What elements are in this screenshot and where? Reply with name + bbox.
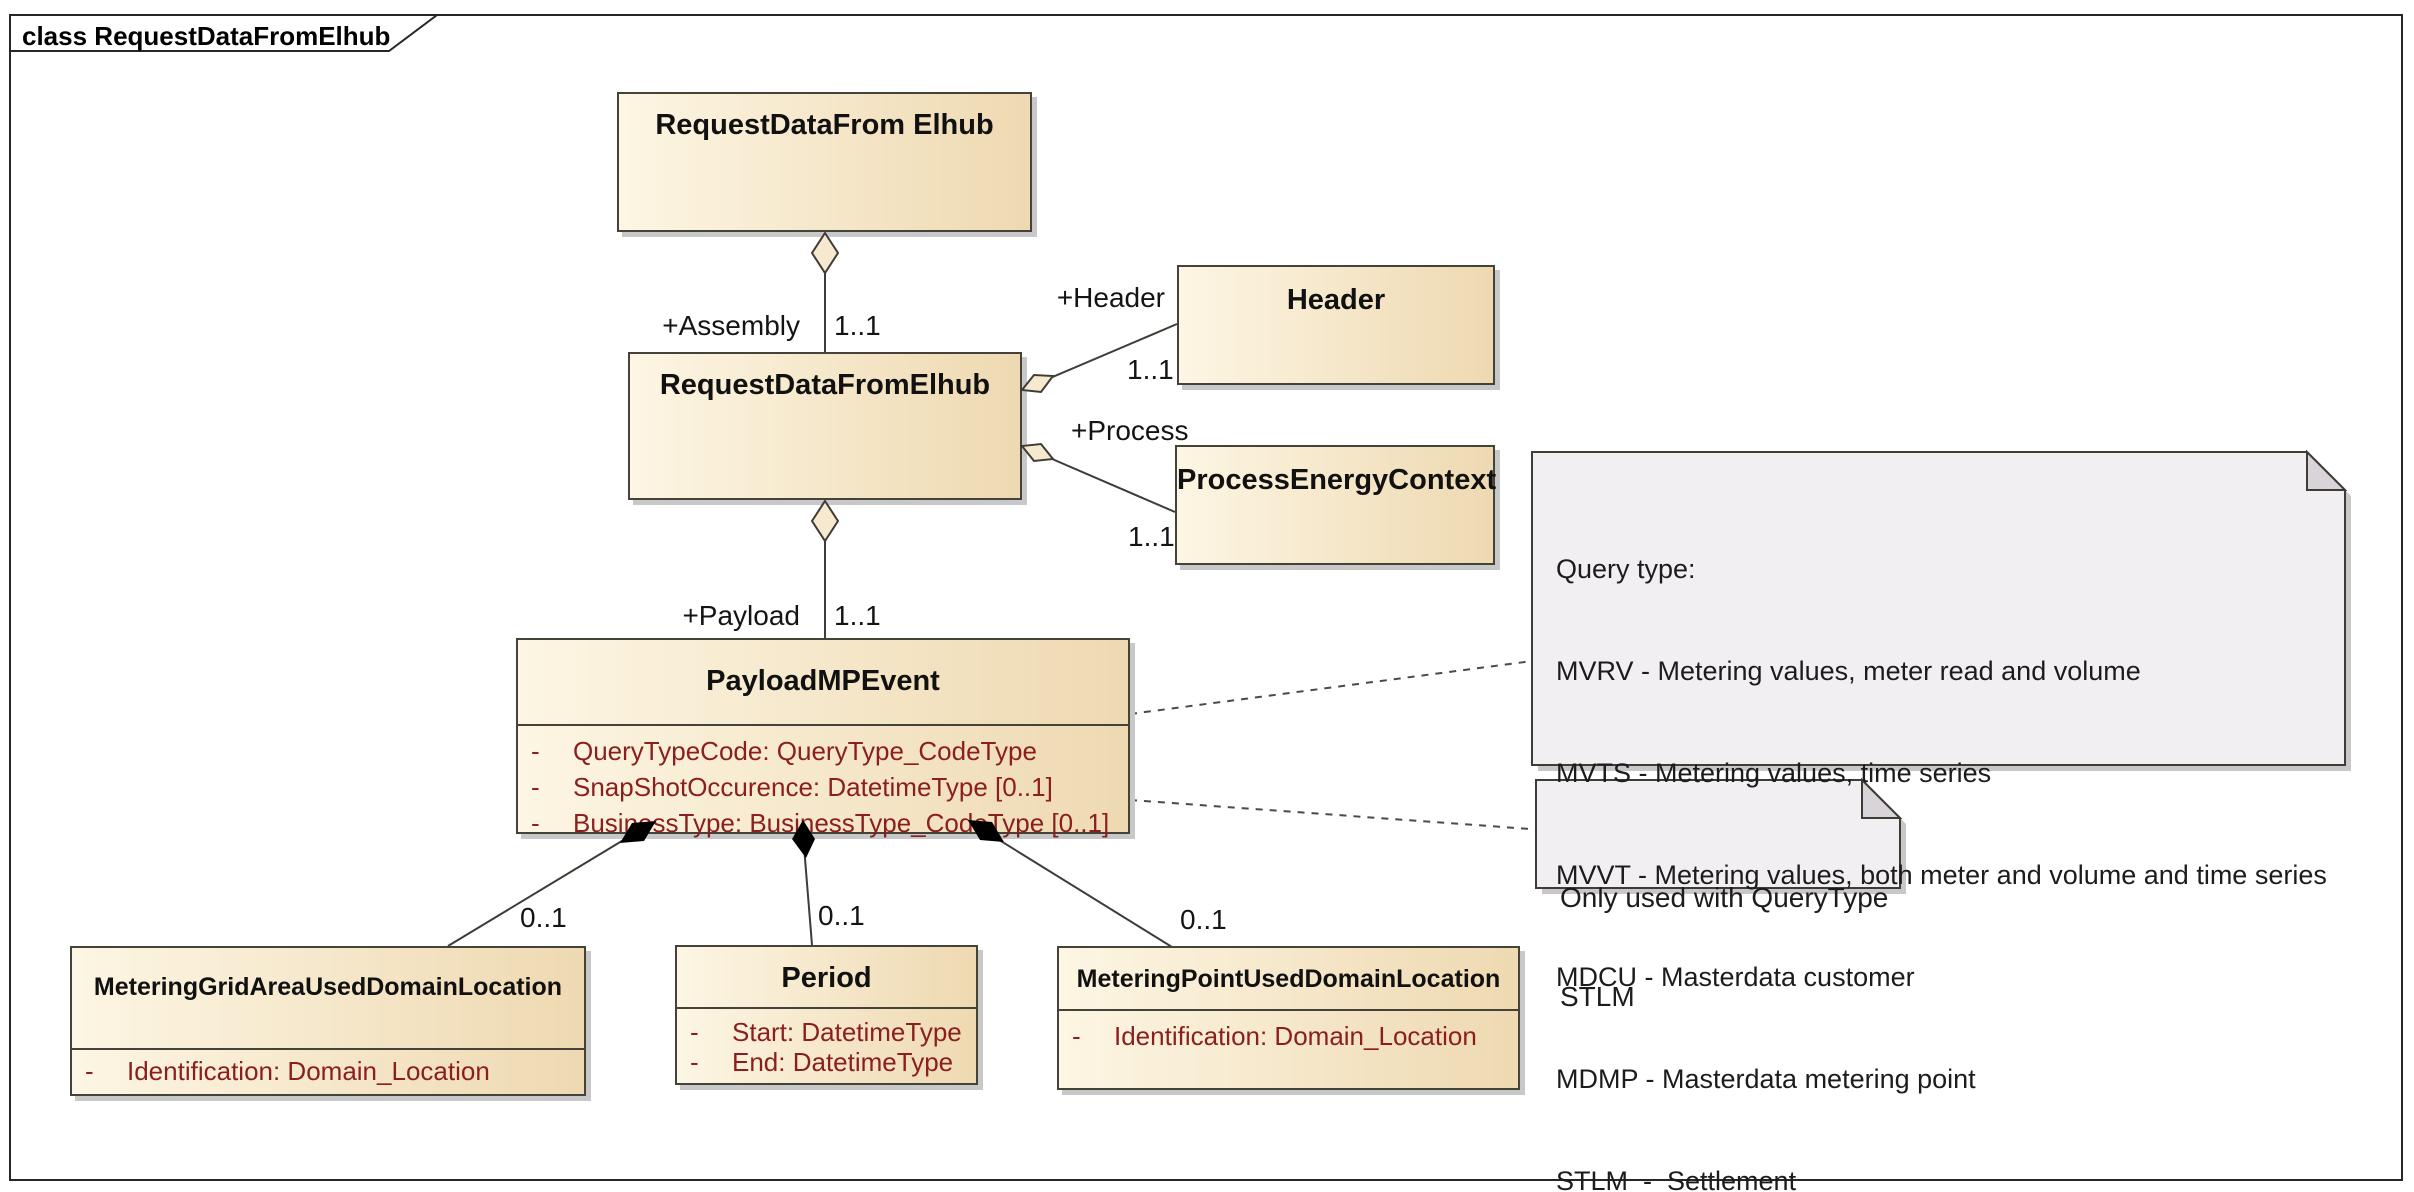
- class-title: RequestDataFromElhub: [659, 369, 991, 401]
- role-label-process: +Process: [1071, 415, 1189, 446]
- role-label-header: +Header: [1056, 282, 1165, 313]
- note-query-type-shape[interactable]: [1531, 451, 2346, 766]
- multiplicity-label-period: 0..1: [818, 900, 865, 931]
- class-attribute: - QueryTypeCode: QueryType_CodeType: [531, 736, 1037, 766]
- class-attribute: - Identification: Domain_Location: [1072, 1021, 1477, 1051]
- class-title: Header: [1286, 284, 1386, 316]
- class-compartment-divider: [1059, 1009, 1518, 1011]
- multiplicity-label-grid-area: 0..1: [520, 902, 567, 933]
- class-title: ProcessEnergyContext: [1177, 464, 1497, 496]
- grid-area-connector-line: [447, 823, 651, 947]
- note-query-type-text: Query type: MVRV - Metering values, mete…: [1556, 554, 2327, 1192]
- class-period[interactable]: Period - Start: DatetimeType - End: Date…: [675, 945, 978, 1085]
- class-payload-mp-event[interactable]: PayloadMPEvent - QueryTypeCode: QueryTyp…: [516, 638, 1130, 838]
- class-process-energy-context[interactable]: ProcessEnergyContext: [1175, 445, 1497, 565]
- class-attribute: - SnapShotOccurence: DatetimeType [0..1]: [531, 772, 1053, 802]
- diagram-frame-title: class RequestDataFromElhub: [22, 21, 391, 51]
- multiplicity-label-assembly: 1..1: [834, 310, 881, 341]
- note-link-stlm-only: [1129, 799, 1545, 831]
- multiplicity-label-header: 1..1: [1127, 354, 1174, 385]
- multiplicity-label-process: 1..1: [1128, 521, 1175, 552]
- class-metering-point-used-domain-location[interactable]: MeteringPointUsedDomainLocation - Identi…: [1057, 946, 1520, 1090]
- role-label-assembly: +Assembly: [662, 310, 800, 341]
- class-compartment-divider: [518, 724, 1128, 726]
- note-stlm-shape[interactable]: [1535, 779, 1901, 889]
- class-attribute: - BusinessType: BusinessType_CodeType [0…: [531, 808, 1110, 838]
- diagram-frame-tab: [9, 14, 440, 52]
- class-title: MeteringPointUsedDomainLocation: [1076, 965, 1501, 993]
- role-label-payload: +Payload: [682, 600, 800, 631]
- class-compartment-divider: [72, 1048, 584, 1050]
- class-compartment-divider: [677, 1007, 976, 1009]
- note-link-query-type: [1129, 659, 1541, 715]
- multiplicity-label-metering-point: 0..1: [1180, 904, 1227, 935]
- process-connector-line: [1021, 445, 1176, 513]
- diagram-frame: [9, 14, 2403, 1181]
- class-attribute: - End: DatetimeType: [690, 1047, 954, 1077]
- note-stlm-fold-icon: [1861, 777, 1903, 819]
- class-title: RequestDataFrom Elhub: [655, 109, 994, 141]
- class-attribute: - Start: DatetimeType: [690, 1017, 962, 1047]
- class-title: Period: [781, 962, 872, 994]
- class-header[interactable]: Header: [1177, 265, 1495, 385]
- class-attribute: - Identification: Domain_Location: [85, 1056, 490, 1086]
- note-stlm-text: Only used with QueryType STLM: [1560, 882, 1889, 1012]
- period-connector-line: [802, 833, 813, 946]
- metering-point-connector-line: [974, 824, 1173, 948]
- class-request-data-from-elhub[interactable]: RequestDataFromElhub: [628, 352, 1022, 500]
- class-request-data-from-elhub-top[interactable]: RequestDataFrom Elhub: [617, 92, 1032, 232]
- class-metering-grid-area-used-domain-location[interactable]: MeteringGridAreaUsedDomainLocation - Ide…: [70, 946, 586, 1096]
- class-title: PayloadMPEvent: [706, 665, 940, 697]
- multiplicity-label-payload: 1..1: [834, 600, 881, 631]
- note-query-type-fold-icon: [2306, 449, 2348, 491]
- class-title: MeteringGridAreaUsedDomainLocation: [93, 973, 563, 1001]
